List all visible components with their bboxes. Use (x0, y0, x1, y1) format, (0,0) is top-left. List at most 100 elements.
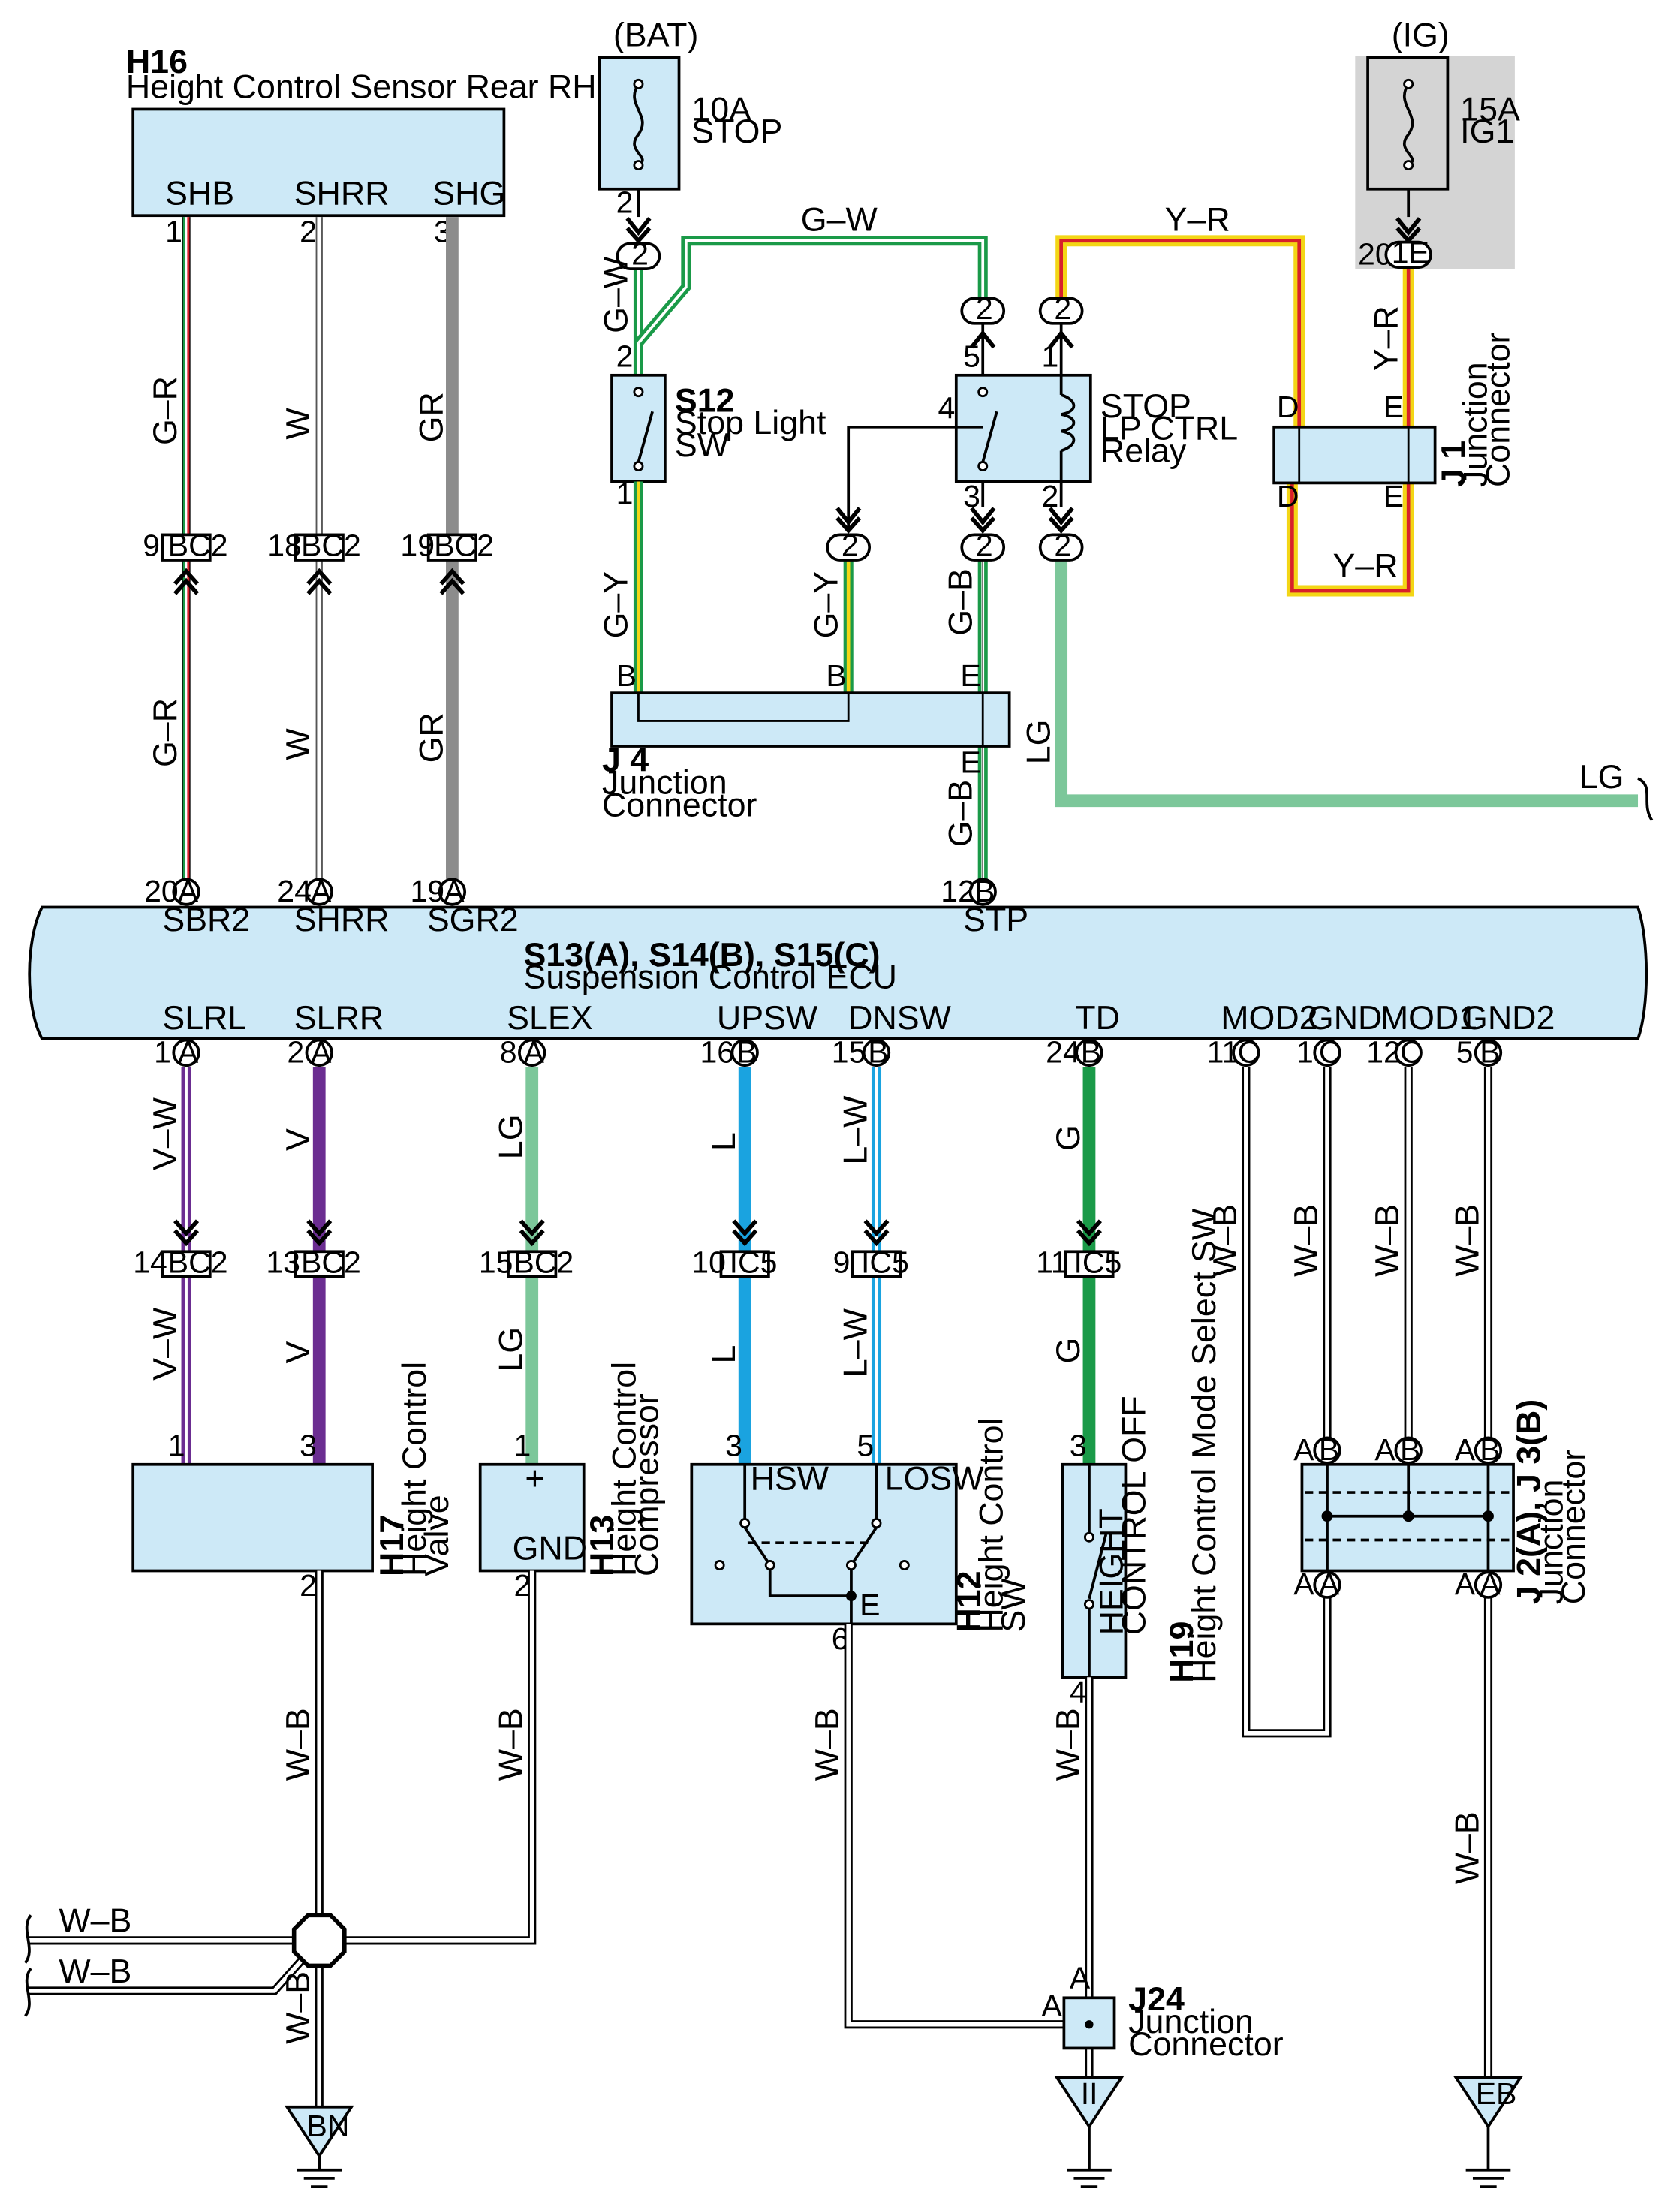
relay-pin-2: 2 (1042, 479, 1059, 513)
j4-pin-e-top: E (960, 658, 980, 693)
ic5-connector-11: IC5 11 (1036, 1219, 1122, 1279)
j2j3-ref: J 2(A), J 3(B) (1510, 1399, 1547, 1605)
svg-text:A: A (1293, 1432, 1314, 1467)
svg-text:B: B (1480, 1432, 1500, 1467)
ig-label: (IG) (1392, 17, 1450, 54)
wire-break-left-2 (24, 1967, 32, 2017)
svg-text:12: 12 (1366, 1035, 1401, 1070)
svg-text:2: 2 (631, 236, 649, 271)
svg-text:B: B (736, 1035, 757, 1070)
ecu-top-pin-stp: B 12 STP (941, 874, 1028, 938)
wire-label-wb-gnd2: W–B (1448, 1204, 1486, 1277)
j24-name2: Connector (1128, 2025, 1284, 2063)
j24-pin-a-top: A (1070, 1960, 1091, 1995)
h13-compressor-box (478, 1462, 586, 1573)
relay-line1: STOP (1100, 387, 1191, 425)
bat-fuse-icon (633, 83, 644, 167)
svg-text:2: 2 (287, 1035, 304, 1070)
svg-text:14: 14 (133, 1245, 167, 1279)
ecu-top-pin-sbr2: A 20 SBR2 (144, 874, 250, 938)
wire-label-grey-1: GR (412, 392, 450, 442)
svg-text:A: A (524, 1035, 545, 1070)
svg-text:B: B (1319, 1432, 1339, 1467)
wire-label-yr-3: Y–R (1332, 546, 1398, 584)
svg-text:1E: 1E (1392, 236, 1429, 270)
wire-label-lg-1: LG (1020, 720, 1058, 765)
s12-ref: S12 (675, 381, 735, 419)
svg-text:B: B (974, 874, 995, 908)
svg-text:10: 10 (691, 1245, 726, 1279)
h12-ref: H12 (950, 1570, 987, 1632)
h13-gnd: GND (513, 1530, 587, 1567)
svg-text:SGR2: SGR2 (427, 901, 519, 938)
wire-label-l-1: L (705, 1132, 742, 1151)
svg-text:19: 19 (410, 874, 444, 908)
j1-name1: Junction (1457, 362, 1495, 487)
ground-ii: II (1054, 2076, 1125, 2188)
ecu-bottom-pin-slrr: SLRR A 2 (287, 999, 384, 1070)
relay-line3: Relay (1100, 432, 1187, 469)
ic5-connector-9: IC5 9 (833, 1219, 909, 1279)
wire-label-lg-3: LG (492, 1114, 530, 1159)
wire-label-wb-left-2: W–B (59, 1953, 131, 1990)
h13-pin-2: 2 (513, 1568, 531, 1603)
relay-line2: LP CTRL (1100, 410, 1238, 447)
svg-text:8: 8 (500, 1035, 517, 1070)
bc2-connector-18: BC2 18 (267, 528, 361, 595)
j1-ref: J 1 (1435, 441, 1472, 487)
h16-ref: H16 (126, 43, 188, 80)
wire-label-wb-h17: W–B (279, 1708, 317, 1781)
wire-label-lw-2: L–W (836, 1308, 874, 1378)
conn-2-relay-3 (960, 533, 1006, 562)
wire-label-vw-1: V–W (146, 1097, 184, 1170)
ecu-bottom-pin-slrl: SLRL A 1 (154, 999, 246, 1070)
wire-label-gw-2: G–W (801, 201, 878, 239)
svg-text:24: 24 (277, 874, 312, 908)
svg-text:A: A (444, 874, 465, 908)
h16-pin-shrr: SHRR (294, 174, 390, 212)
wire-label-wb-mod2: W–B (1206, 1204, 1244, 1277)
wire-label-wb-h19: W–B (1049, 1708, 1087, 1781)
wire-label-v-2: V (279, 1341, 317, 1363)
splice-junction (291, 1913, 347, 1968)
h17-name1: Height Control (396, 1362, 433, 1576)
conn-2-relay-2 (1038, 533, 1084, 562)
s12-pin-bot: 1 (616, 476, 634, 510)
svg-text:5: 5 (1456, 1035, 1474, 1070)
svg-text:C: C (1400, 1035, 1423, 1070)
svg-text:IC5: IC5 (1073, 1245, 1122, 1279)
svg-text:II: II (1081, 2076, 1098, 2111)
wire-w-b-h13 (319, 1570, 537, 1945)
svg-text:TD: TD (1075, 999, 1120, 1037)
wire-label-vw-2: V–W (146, 1307, 184, 1381)
svg-text:11: 11 (1207, 1035, 1239, 1070)
svg-text:C: C (1238, 1035, 1260, 1070)
ecu-bottom-pin-slex: SLEX A 8 (500, 999, 593, 1070)
svg-text:9: 9 (143, 528, 160, 562)
wire-label-yr-1: Y–R (1367, 306, 1405, 371)
svg-text:15: 15 (832, 1035, 866, 1070)
svg-text:SLEX: SLEX (507, 999, 592, 1037)
svg-text:A: A (1319, 1567, 1340, 1601)
wire-label-w-2: W (279, 728, 317, 760)
wire-label-wb-mod1: W–B (1368, 1204, 1406, 1277)
wire-label-v-1: V (279, 1128, 317, 1151)
h19-pin-4: 4 (1070, 1675, 1087, 1709)
ecu-bottom-pin-gnd2: GND2 B 5 (1456, 999, 1555, 1070)
svg-text:SBR2: SBR2 (162, 901, 250, 938)
h12-pin-5: 5 (857, 1429, 874, 1463)
wire-g-w (633, 236, 988, 375)
wire-label-wb-h12: W–B (808, 1708, 846, 1781)
bat-label: (BAT) (613, 17, 699, 54)
svg-text:A: A (311, 1035, 332, 1070)
svg-text:SLRR: SLRR (294, 999, 384, 1037)
svg-text:BN: BN (306, 2109, 349, 2143)
ecu-ref: S13(A), S14(B), S15(C) (524, 936, 881, 974)
svg-text:15: 15 (479, 1245, 513, 1279)
j24-ref: J24 (1128, 1980, 1185, 2018)
svg-text:2: 2 (842, 528, 859, 562)
ecu-bottom-pin-upsw: UPSW B 16 (700, 999, 818, 1070)
svg-text:BC2: BC2 (301, 1245, 361, 1279)
ig-rating: 15A (1460, 90, 1520, 128)
h13-pin-1: 1 (513, 1429, 531, 1463)
